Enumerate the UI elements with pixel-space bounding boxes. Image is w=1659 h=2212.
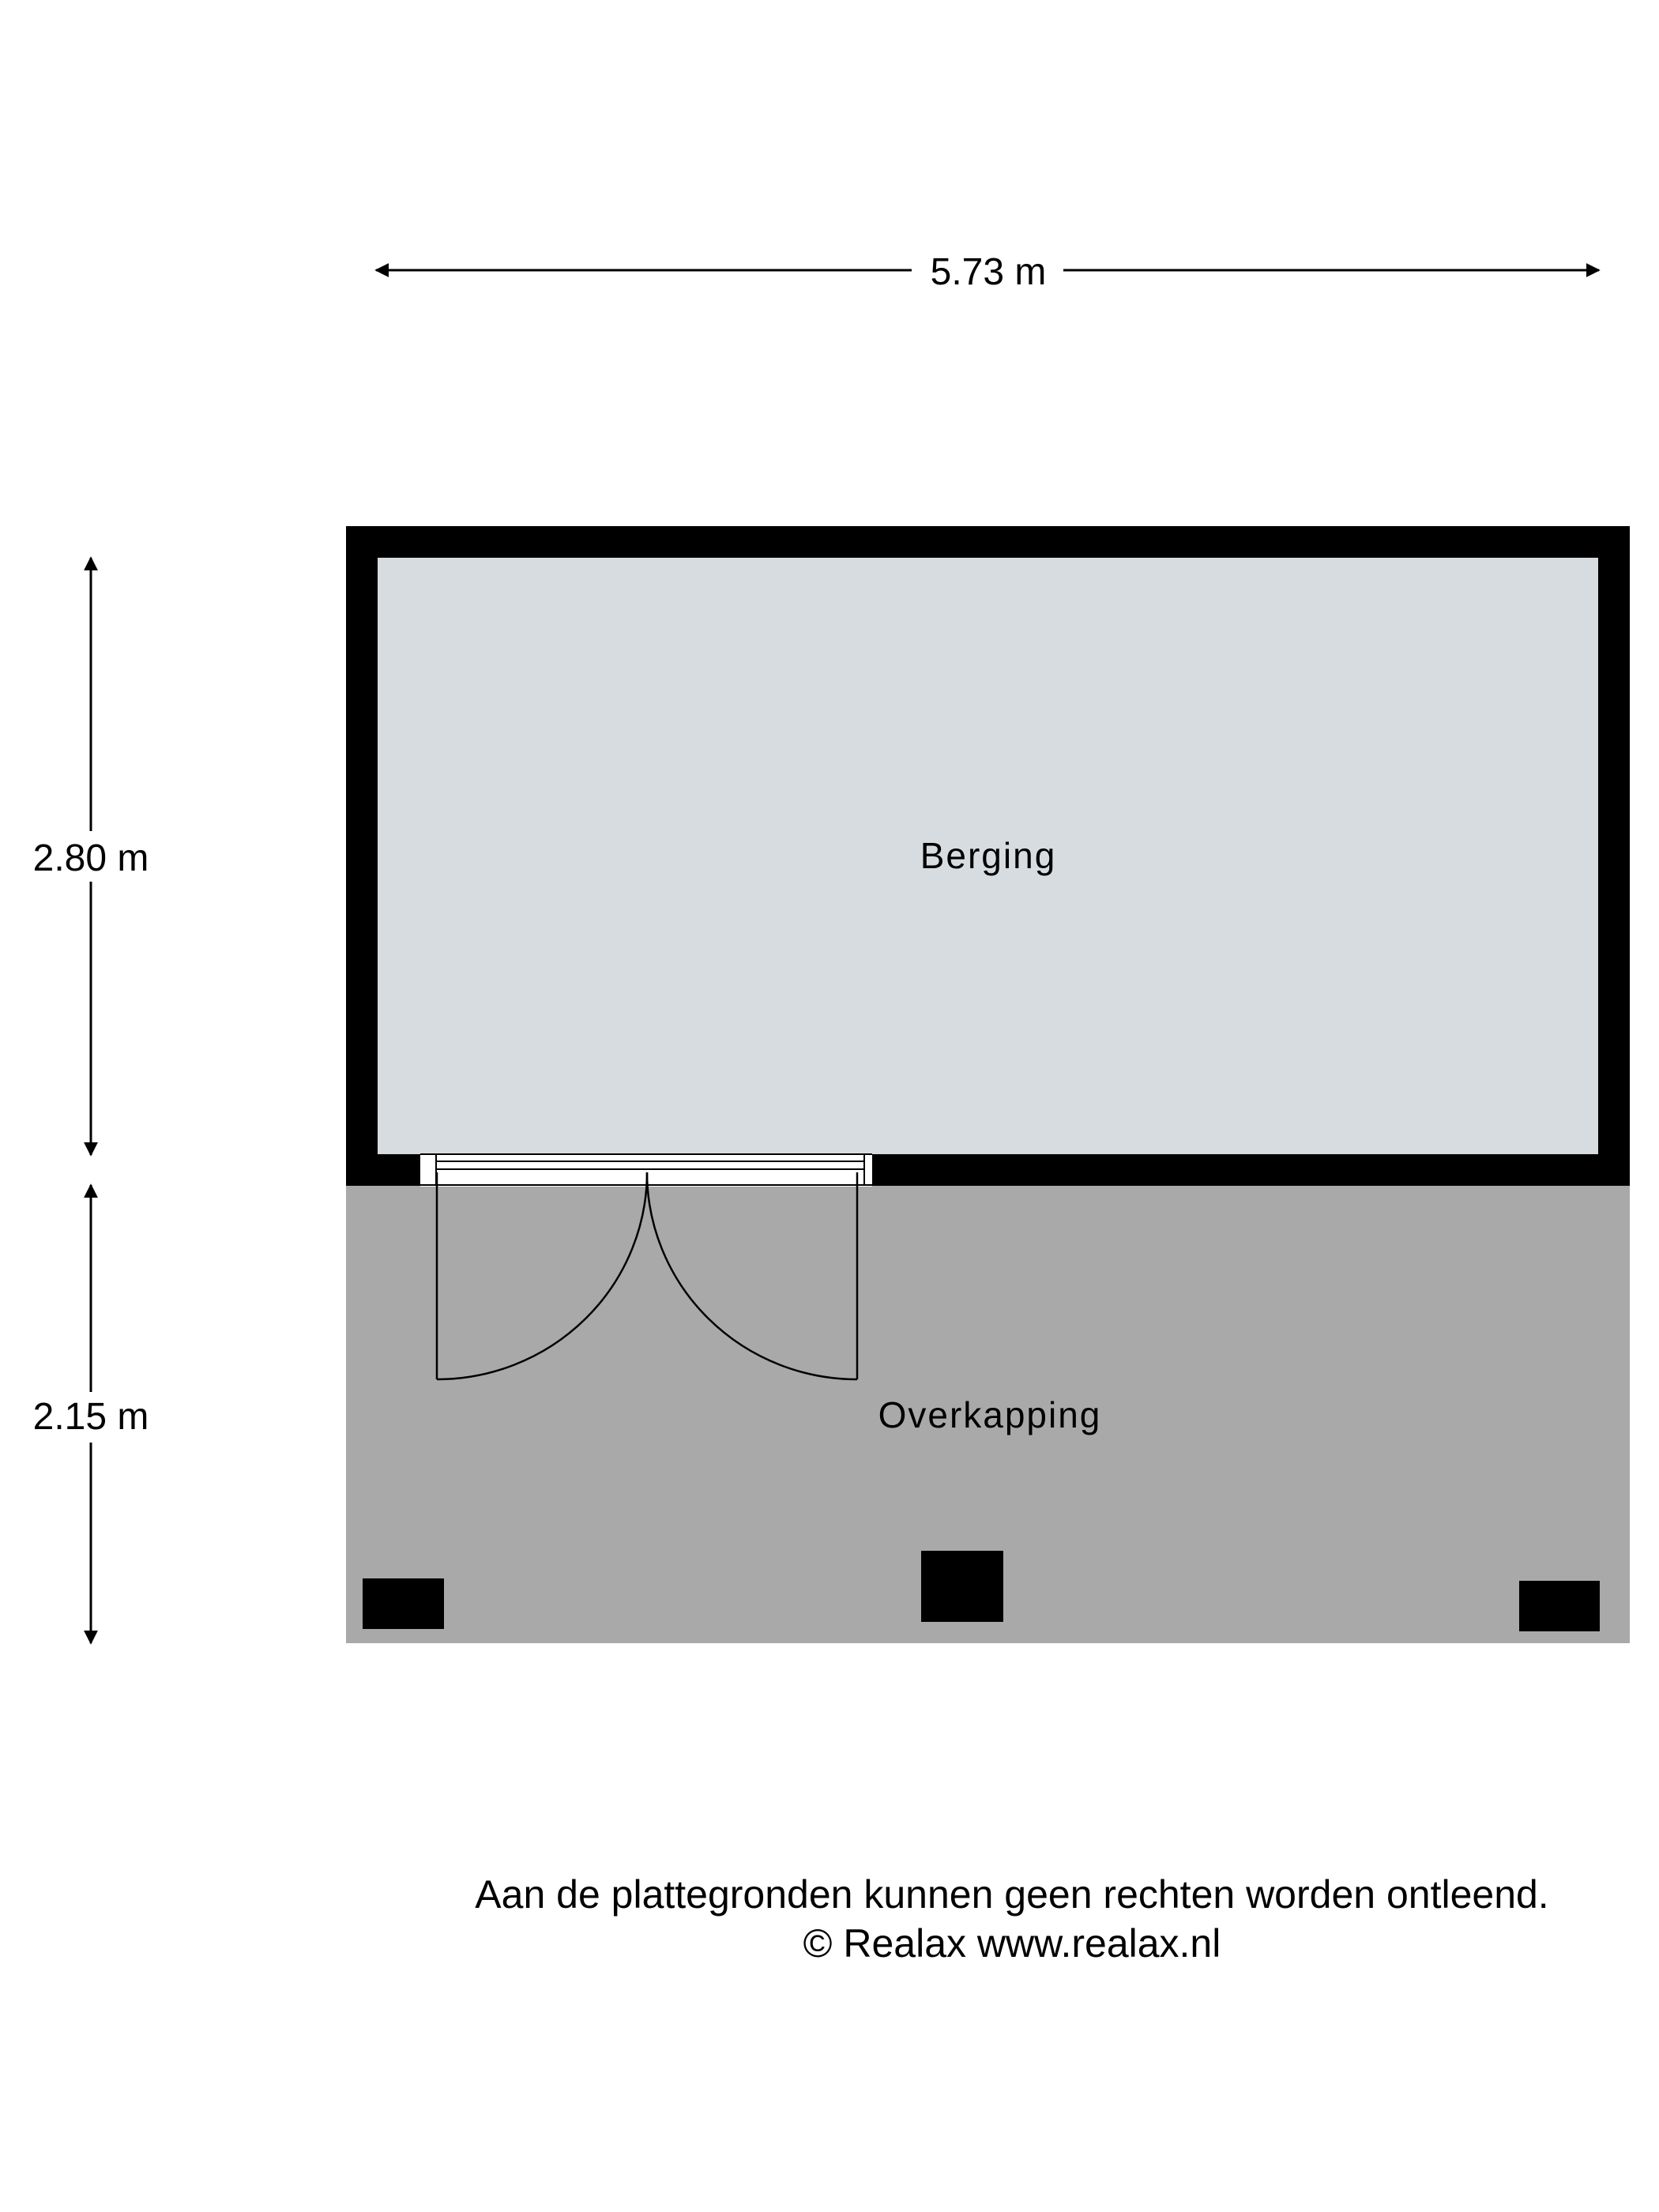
overkapping-height-label: 2.15 m [33, 1396, 149, 1438]
room-label-overkapping: Overkapping [878, 1394, 1102, 1435]
room-label-berging: Berging [920, 835, 1057, 876]
support-post-center [921, 1551, 1003, 1622]
width-dimension: 5.73 m [374, 251, 1601, 293]
width-dimension-label: 5.73 m [931, 251, 1047, 293]
support-post-right [1519, 1581, 1600, 1631]
berging-height-label: 2.80 m [33, 837, 149, 879]
disclaimer-text: Aan de plattegronden kunnen geen rechten… [475, 1872, 1548, 1917]
overkapping-height-dimension: 2.15 m [33, 1183, 149, 1645]
berging-height-dimension: 2.80 m [33, 556, 149, 1157]
copyright-text: © Realax www.realax.nl [803, 1921, 1221, 1966]
berging-area [378, 558, 1598, 1154]
double-door [435, 1172, 859, 1381]
support-post-left [363, 1578, 444, 1629]
